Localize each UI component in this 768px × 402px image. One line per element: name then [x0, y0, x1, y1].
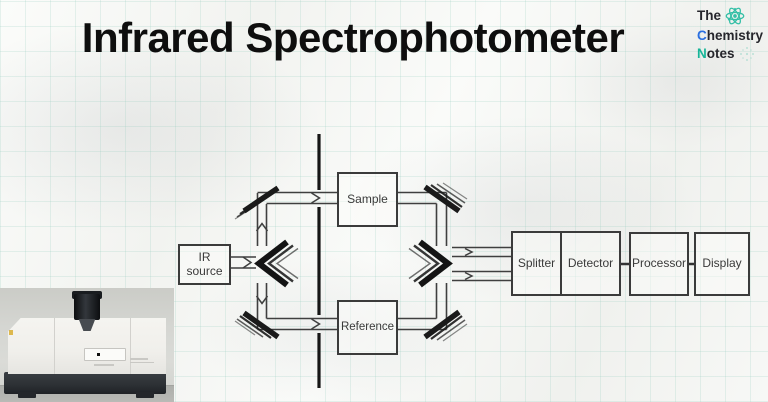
mirror-chevron-right	[408, 239, 453, 288]
logo-letter-c: C	[697, 28, 707, 43]
logo-line-chemistry: Chemistry	[697, 27, 767, 45]
reference-box: Reference	[337, 300, 398, 355]
mirror-top-left	[234, 185, 280, 220]
logo-letter-n: N	[697, 46, 707, 61]
ir-source-box: IR source	[178, 244, 231, 285]
instrument-base	[4, 372, 166, 394]
slot-dot	[97, 353, 100, 356]
instrument-sticker	[9, 330, 13, 335]
instrument-foot	[18, 392, 36, 398]
logo-word-hemistry: hemistry	[706, 28, 764, 43]
mirror-top-right	[423, 182, 468, 214]
atom-icon	[725, 7, 745, 25]
mirror-bottom-right	[423, 309, 468, 342]
logo-word-notes: Notes	[697, 45, 735, 63]
instrument-knob	[74, 294, 100, 320]
sample-box: Sample	[337, 172, 398, 227]
instrument-funnel	[78, 319, 96, 331]
spectrophotometer-photo	[0, 288, 174, 402]
instrument-label	[94, 364, 114, 366]
detector-box: Detector	[560, 231, 621, 296]
page-title: Infrared Spectrophotometer	[81, 14, 625, 61]
mirror-chevron-left	[254, 239, 299, 288]
instrument-brand-label	[130, 358, 148, 360]
display-box: Display	[694, 232, 750, 296]
beam-arrows	[242, 192, 474, 330]
instrument-slot	[84, 348, 126, 361]
logo-word-the: The	[697, 8, 722, 23]
logo-word-otes: otes	[706, 46, 735, 61]
panel-seam	[54, 318, 55, 374]
instrument-foot	[136, 392, 154, 398]
logo-line-the: The	[697, 5, 767, 27]
chemistry-notes-logo: The Chemistry Notes	[697, 5, 767, 63]
sparkle-icon	[739, 47, 754, 61]
logo-line-notes: Notes	[697, 45, 767, 63]
mirror-bottom-left	[234, 310, 280, 340]
processor-box: Processor	[629, 232, 689, 296]
instrument-brand-label	[130, 362, 154, 363]
splitter-box: Splitter	[511, 231, 562, 296]
panel-seam	[130, 318, 131, 374]
